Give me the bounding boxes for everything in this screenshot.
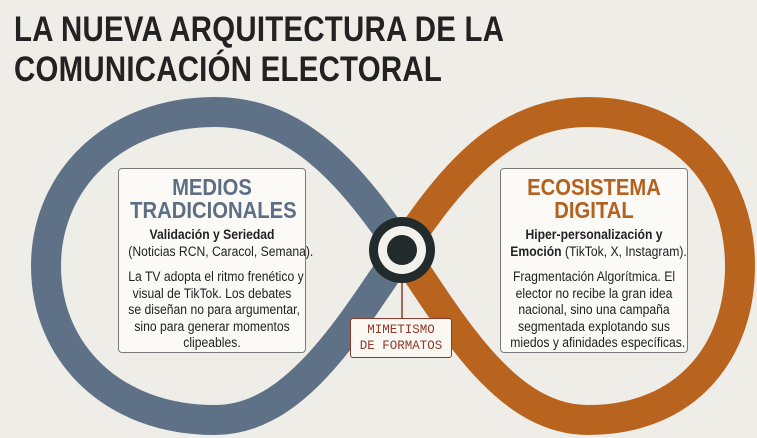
digital-ecosystem-card: ECOSISTEMA DIGITAL Hiper-personalización…: [500, 168, 688, 353]
subtitle-bold: Hiper-personalización y: [525, 227, 663, 242]
label-line: DE FORMATOS: [359, 339, 443, 353]
subtitle-rest: (TikTok, X, Instagram).: [561, 243, 687, 259]
body-line: se diseñan no para argumentar,: [128, 302, 300, 317]
heading-line: TRADICIONALES: [130, 197, 297, 223]
page-title: LA NUEVA ARQUITECTURA DE LA COMUNICACIÓN…: [14, 10, 504, 90]
label-line: MIMETISMO: [367, 323, 435, 337]
body-line: Fragmentación Algorítmica. El: [512, 269, 676, 284]
subtitle-bold: Validación y Seriedad: [149, 227, 275, 242]
traditional-media-loop: [30, 96, 415, 436]
title-line-2: COMUNICACIÓN ELECTORAL: [14, 50, 443, 89]
card-subtitle: Validación y Seriedad (Noticias RCN, Car…: [128, 227, 314, 260]
center-dot: [387, 235, 417, 265]
heading-line: MEDIOS: [172, 174, 252, 200]
heading-line: DIGITAL: [554, 197, 634, 223]
card-subtitle: Hiper-personalización y Emoción (TikTok,…: [510, 227, 686, 260]
card-body: Fragmentación Algorítmica. El elector no…: [510, 269, 686, 352]
body-line: La TV adopta el ritmo frenético y: [128, 269, 304, 284]
body-line: nacional, sino una campaña: [518, 302, 670, 317]
body-line: segmentada explotando sus: [518, 318, 670, 334]
digital-ecosystem-loop: [389, 96, 756, 436]
card-heading: ECOSISTEMA DIGITAL: [512, 176, 676, 222]
body-line: elector no recibe la gran idea: [515, 285, 673, 301]
format-mimicry-label: MIMETISMO DE FORMATOS: [350, 318, 452, 358]
body-line: clipeables.: [183, 335, 241, 350]
body-line: visual de TikTok. Los debates: [132, 285, 292, 301]
card-heading: MEDIOS TRADICIONALES: [130, 174, 297, 223]
title-line-1: LA NUEVA ARQUITECTURA DE LA: [14, 10, 505, 49]
subtitle-rest: (Noticias RCN, Caracol, Semana).: [128, 243, 314, 259]
body-line: miedos y afinidades específicas.: [510, 335, 686, 350]
subtitle-bold: Emoción: [510, 243, 562, 259]
card-body: La TV adopta el ritmo frenético y visual…: [128, 269, 304, 352]
body-line: sino para generar momentos: [134, 318, 290, 334]
traditional-media-card: MEDIOS TRADICIONALES Validación y Seried…: [118, 168, 314, 353]
heading-line: ECOSISTEMA: [527, 174, 661, 200]
